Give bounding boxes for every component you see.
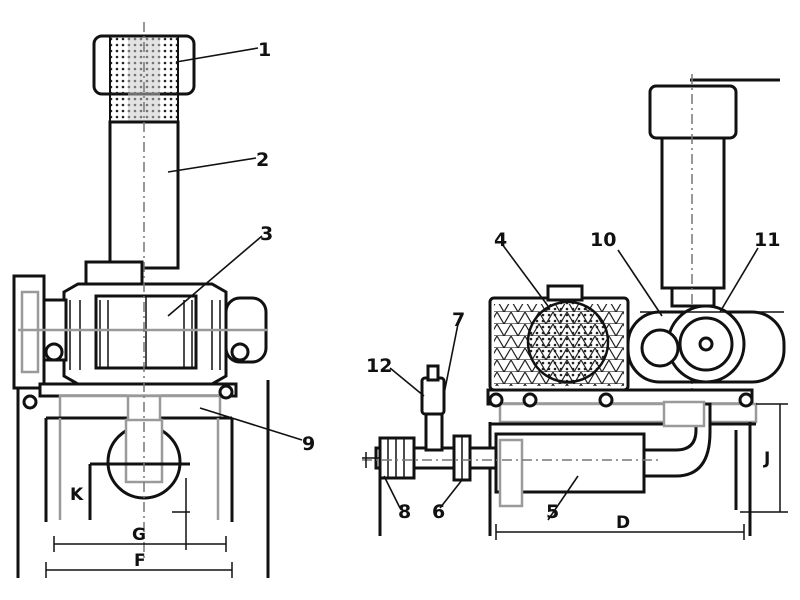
- callout-4-leader: [501, 243, 549, 307]
- side-plate-inner: [20, 290, 40, 374]
- flexible-joint: [378, 436, 416, 480]
- side-inlet-flange: [670, 286, 716, 308]
- blower-top-flange: [84, 260, 144, 286]
- outlet-elbow: [642, 402, 712, 478]
- callout-7-leader: [443, 323, 459, 395]
- blower-bolt-left: [44, 342, 64, 362]
- anchor-bolt-left: [22, 394, 38, 410]
- callout-12-leader: [389, 367, 425, 397]
- outlet-silencer-hidden: [498, 438, 524, 508]
- relief-valve-stem: [424, 408, 444, 452]
- callout-12: 12: [366, 355, 392, 377]
- side-anchor-3: [598, 392, 614, 408]
- callout-7: 7: [452, 309, 465, 331]
- callout-6-leader: [439, 479, 463, 509]
- motor-fan-cover: [526, 300, 610, 384]
- side-anchor-1: [488, 392, 504, 408]
- side-anchor-4: [738, 392, 754, 408]
- base-frame-inner-legs: [58, 418, 220, 520]
- blower-bolt-right: [230, 342, 250, 362]
- blower-flange-bolts: [69, 300, 221, 370]
- discharge-inlet-marker: [362, 452, 380, 468]
- dim-k-label: K: [70, 485, 84, 505]
- dim-d-label: D: [616, 513, 630, 533]
- dim-j-ticks: [740, 403, 788, 513]
- dim-f-ticks: [45, 562, 233, 578]
- anchor-bolt-right: [218, 384, 234, 400]
- callout-3-leader: [167, 235, 263, 317]
- callout-1: 1: [258, 39, 271, 61]
- side-base-hidden-rail: [498, 402, 758, 424]
- callout-5-leader: [547, 475, 579, 521]
- callout-1-leader: [175, 47, 259, 63]
- callout-2: 2: [256, 149, 269, 171]
- callout-8: 8: [398, 501, 411, 523]
- callout-11: 11: [754, 229, 780, 251]
- callout-8-leader: [383, 475, 401, 509]
- motor-pulley: [640, 328, 680, 368]
- callout-10-leader: [617, 249, 663, 317]
- callout-9: 9: [302, 433, 315, 455]
- dim-g-ticks: [53, 536, 227, 552]
- dim-f-label: F: [134, 551, 146, 571]
- callout-3: 3: [260, 223, 273, 245]
- side-base-legs: [488, 422, 752, 536]
- relief-valve-body: [420, 376, 446, 416]
- callout-6: 6: [432, 501, 445, 523]
- side-silencer-cap: [648, 84, 738, 140]
- callout-5: 5: [546, 501, 559, 523]
- outlet-elbow-flange: [662, 400, 706, 428]
- relief-valve-cap: [426, 364, 440, 382]
- blower-shaft: [698, 336, 714, 352]
- blower-ribs: [99, 300, 193, 368]
- side-anchor-2: [522, 392, 538, 408]
- callout-11-leader: [719, 247, 759, 313]
- front-view: K G F: [12, 22, 270, 578]
- dim-j-label: J: [763, 449, 770, 469]
- base-frame-top: [38, 382, 238, 398]
- callout-10: 10: [590, 229, 616, 251]
- dim-g-label: G: [132, 525, 146, 545]
- motor-terminal-box: [546, 284, 584, 302]
- side-view: D J: [362, 74, 788, 540]
- callout-2-leader: [167, 157, 257, 173]
- flexible-joint-ribs: [387, 438, 405, 478]
- dim-d-ticks: [495, 524, 745, 540]
- callout-9-leader: [199, 407, 303, 441]
- callout-4: 4: [494, 229, 507, 251]
- side-inlet-pipe: [660, 136, 726, 290]
